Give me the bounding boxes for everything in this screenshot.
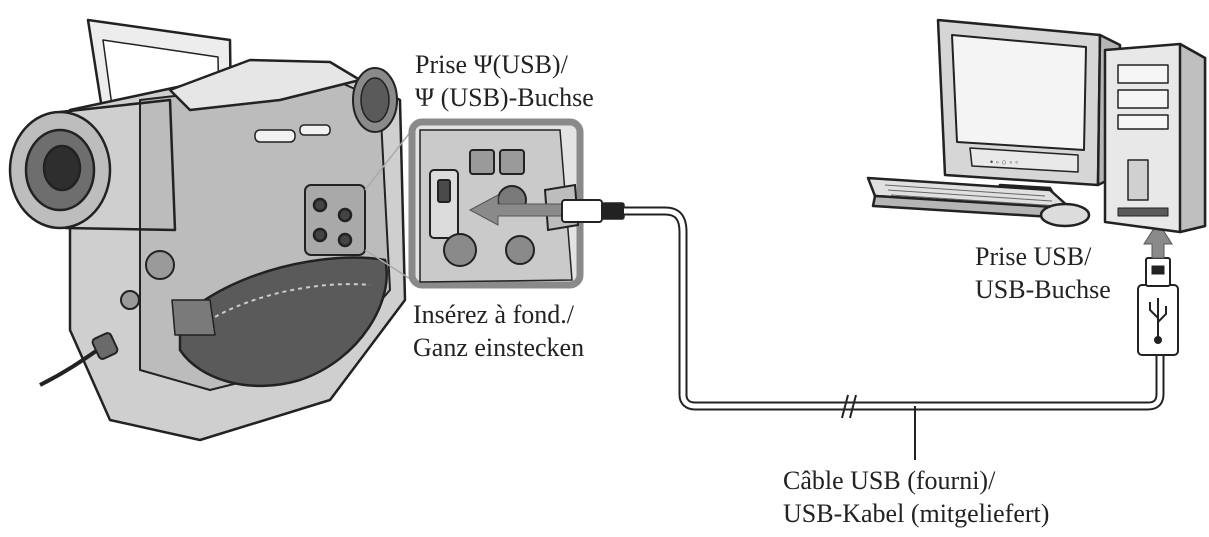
camcorder-illustration	[8, 18, 407, 442]
usb-cable-label-line2: USB-Kabel (mitgeliefert)	[783, 499, 1050, 528]
pc-usb-port-label-line2: USB-Buchse	[975, 275, 1111, 304]
usb-trident-icon	[1149, 298, 1167, 344]
usb-jack-label-line1: Prise Ψ(USB)/	[415, 50, 568, 79]
usb-jack-inset	[408, 118, 584, 289]
pc-usb-port-label-line1: Prise USB/	[975, 242, 1092, 271]
usb-cable-label-line1: Câble USB (fourni)/	[783, 466, 996, 495]
svg-text:• ◦ ○ ◦ ◦: • ◦ ○ ◦ ◦	[990, 157, 1018, 167]
insert-fully-label-line1: Insérez à fond./	[413, 300, 574, 329]
computer-illustration: • ◦ ○ ◦ ◦	[866, 18, 1207, 234]
usb-jack-label-line2: Ψ (USB)-Buchse	[415, 83, 594, 112]
inset-callout-lines	[364, 129, 413, 281]
usb-cable	[561, 199, 1179, 460]
usb-cable-label: Câble USB (fourni)/ USB-Kabel (mitgelief…	[783, 464, 1049, 530]
usb-jack-label: Prise Ψ(USB)/ Ψ (USB)-Buchse	[415, 48, 594, 114]
pc-usb-port-label: Prise USB/ USB-Buchse	[975, 240, 1111, 306]
pc-insert-arrow	[1143, 221, 1173, 259]
insert-fully-label-line2: Ganz einstecken	[413, 333, 585, 362]
insert-fully-label: Insérez à fond./ Ganz einstecken	[413, 298, 584, 364]
